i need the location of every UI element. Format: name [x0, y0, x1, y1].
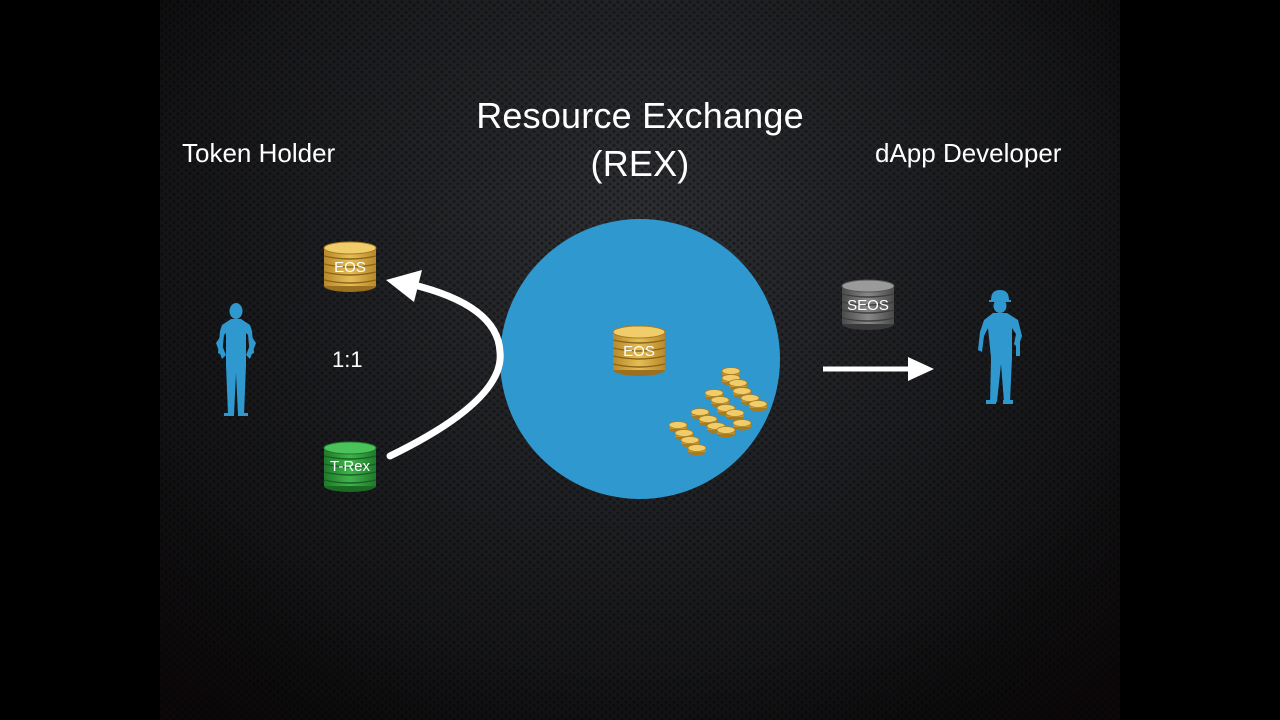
seos-coin-label: SEOS	[847, 297, 889, 314]
trex-coin-stack-icon	[323, 441, 377, 492]
arrow-right-head	[908, 357, 934, 381]
token-holder-label: Token Holder	[182, 138, 336, 168]
exchange-ratio-label: 1:1	[332, 347, 363, 372]
trex-coin-label: T-Rex	[330, 458, 371, 475]
curved-arrow-icon	[386, 280, 504, 460]
token-holder-person-icon	[216, 303, 256, 416]
eos-coin-stack-icon	[323, 241, 377, 292]
dapp-developer-label: dApp Developer	[875, 138, 1062, 168]
seos-coin-stack-icon	[841, 279, 895, 330]
slide-title: Resource Exchange	[476, 95, 804, 136]
pool-eos-coin-stack-icon	[612, 325, 666, 376]
rex-diagram: EOS T-Rex	[216, 219, 1022, 499]
dapp-developer-worker-icon	[978, 290, 1022, 404]
curved-arrow-head	[386, 270, 422, 302]
slide: Resource Exchange (REX) Token Holder dAp…	[160, 0, 1120, 720]
slide-title-abbreviation: (REX)	[590, 143, 690, 184]
pool-eos-coin-label: EOS	[623, 343, 655, 360]
eos-holder-coin-label: EOS	[334, 259, 366, 276]
